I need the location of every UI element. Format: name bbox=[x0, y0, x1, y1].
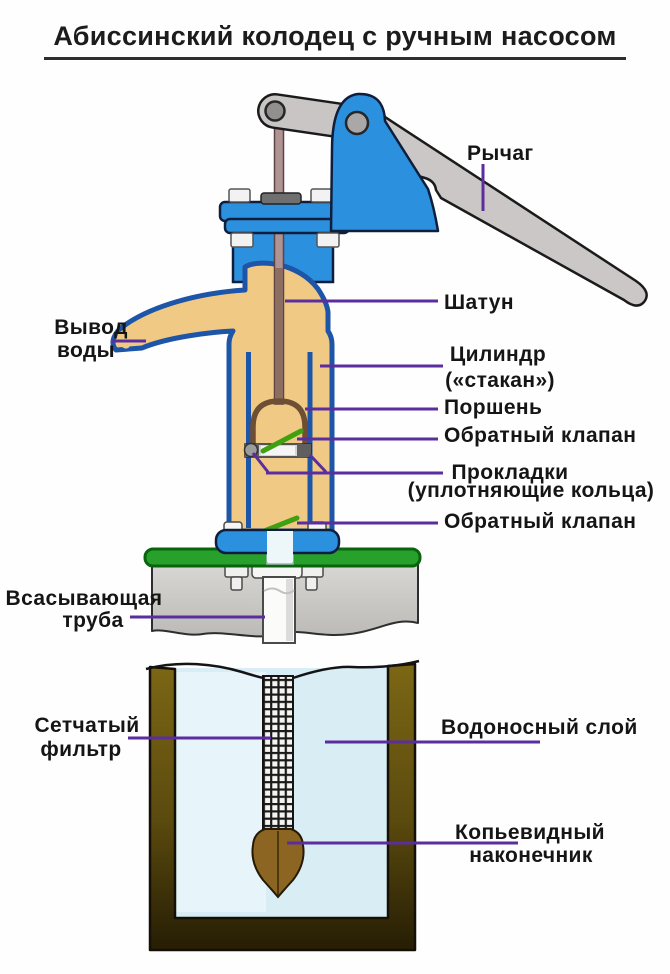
aquifer-water-highlight bbox=[176, 672, 266, 912]
label-water-outlet-1: Вывод bbox=[54, 316, 128, 339]
label-suction-pipe-2: труба bbox=[62, 609, 123, 632]
leader-lines bbox=[112, 164, 540, 845]
label-mesh-filter-1: Сетчатый bbox=[34, 714, 139, 737]
underground-section bbox=[145, 659, 420, 952]
piston-rod-lower bbox=[275, 268, 283, 402]
piston-shape bbox=[243, 442, 312, 458]
mesh-filter-tube bbox=[262, 675, 294, 832]
lever-mechanism bbox=[257, 92, 648, 307]
label-spear-tip-1: Копьевидный bbox=[455, 821, 605, 844]
piston-stirrup bbox=[250, 398, 308, 452]
flange-nut-left bbox=[230, 232, 254, 248]
label-lever: Рычаг bbox=[467, 142, 534, 165]
label-gaskets-2: (уплотняющие кольца) bbox=[408, 479, 655, 502]
fulcrum-pin bbox=[344, 110, 370, 136]
label-piston: Поршень bbox=[444, 396, 542, 419]
lever-handle bbox=[358, 100, 648, 307]
flange-nut-right bbox=[316, 232, 340, 248]
label-water-outlet-2: воды bbox=[57, 339, 115, 362]
label-check-valve-upper: Обратный клапан bbox=[444, 424, 636, 447]
diagram-title: Абиссинский колодец с ручным насосом bbox=[44, 21, 626, 60]
suction-pipe-shade bbox=[286, 579, 293, 641]
pipe-through-flange bbox=[267, 531, 293, 562]
pump-body bbox=[110, 260, 335, 534]
rod-gland-collar bbox=[260, 192, 302, 205]
label-gaskets-1: Прокладки bbox=[452, 461, 569, 484]
label-rod: Шатун bbox=[444, 291, 514, 314]
check-valve-upper-shape bbox=[260, 428, 304, 454]
label-aquifer: Водоносный слой bbox=[441, 716, 638, 739]
title-row: Абиссинский колодец с ручным насосом bbox=[0, 21, 670, 60]
labels: Рычаг Шатун Вывод воды Цилиндр («стакан»… bbox=[6, 142, 655, 867]
label-cylinder-1: Цилиндр bbox=[450, 343, 546, 366]
label-cylinder-2: («стакан») bbox=[445, 369, 555, 392]
flange-bolt-top-left bbox=[228, 188, 251, 203]
flange-bolt-top-right bbox=[310, 188, 333, 203]
leader-gaskets bbox=[251, 452, 443, 475]
suction-pipe-wave bbox=[263, 587, 295, 595]
pump-assembly bbox=[110, 103, 351, 562]
label-spear-tip-2: наконечник bbox=[469, 844, 593, 867]
link-pin-left bbox=[264, 100, 286, 122]
label-mesh-filter-2: фильтр bbox=[40, 738, 121, 761]
label-suction-pipe-1: Всасывающая bbox=[6, 587, 163, 610]
label-check-valve-lower: Обратный клапан bbox=[444, 510, 636, 533]
